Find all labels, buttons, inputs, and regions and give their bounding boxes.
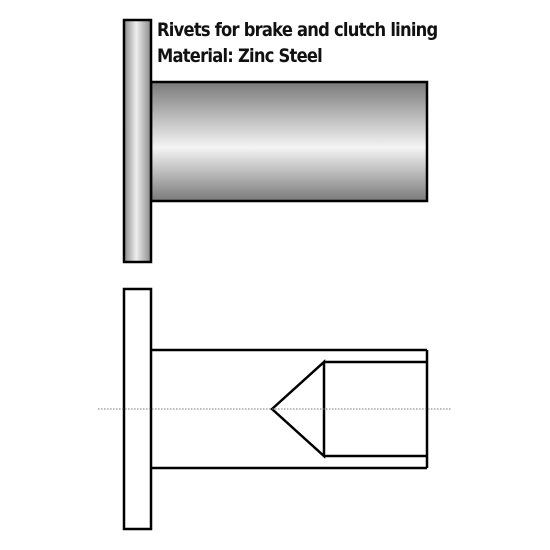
- drill-point-cone: [270, 359, 326, 459]
- rivet-shank-exterior: [149, 80, 429, 203]
- drawing-title: Rivets for brake and clutch lining: [157, 19, 438, 41]
- rivet-exterior-view: [122, 18, 429, 264]
- material-label: Material: Zinc Steel: [157, 45, 323, 67]
- rivet-head-exterior: [122, 18, 153, 264]
